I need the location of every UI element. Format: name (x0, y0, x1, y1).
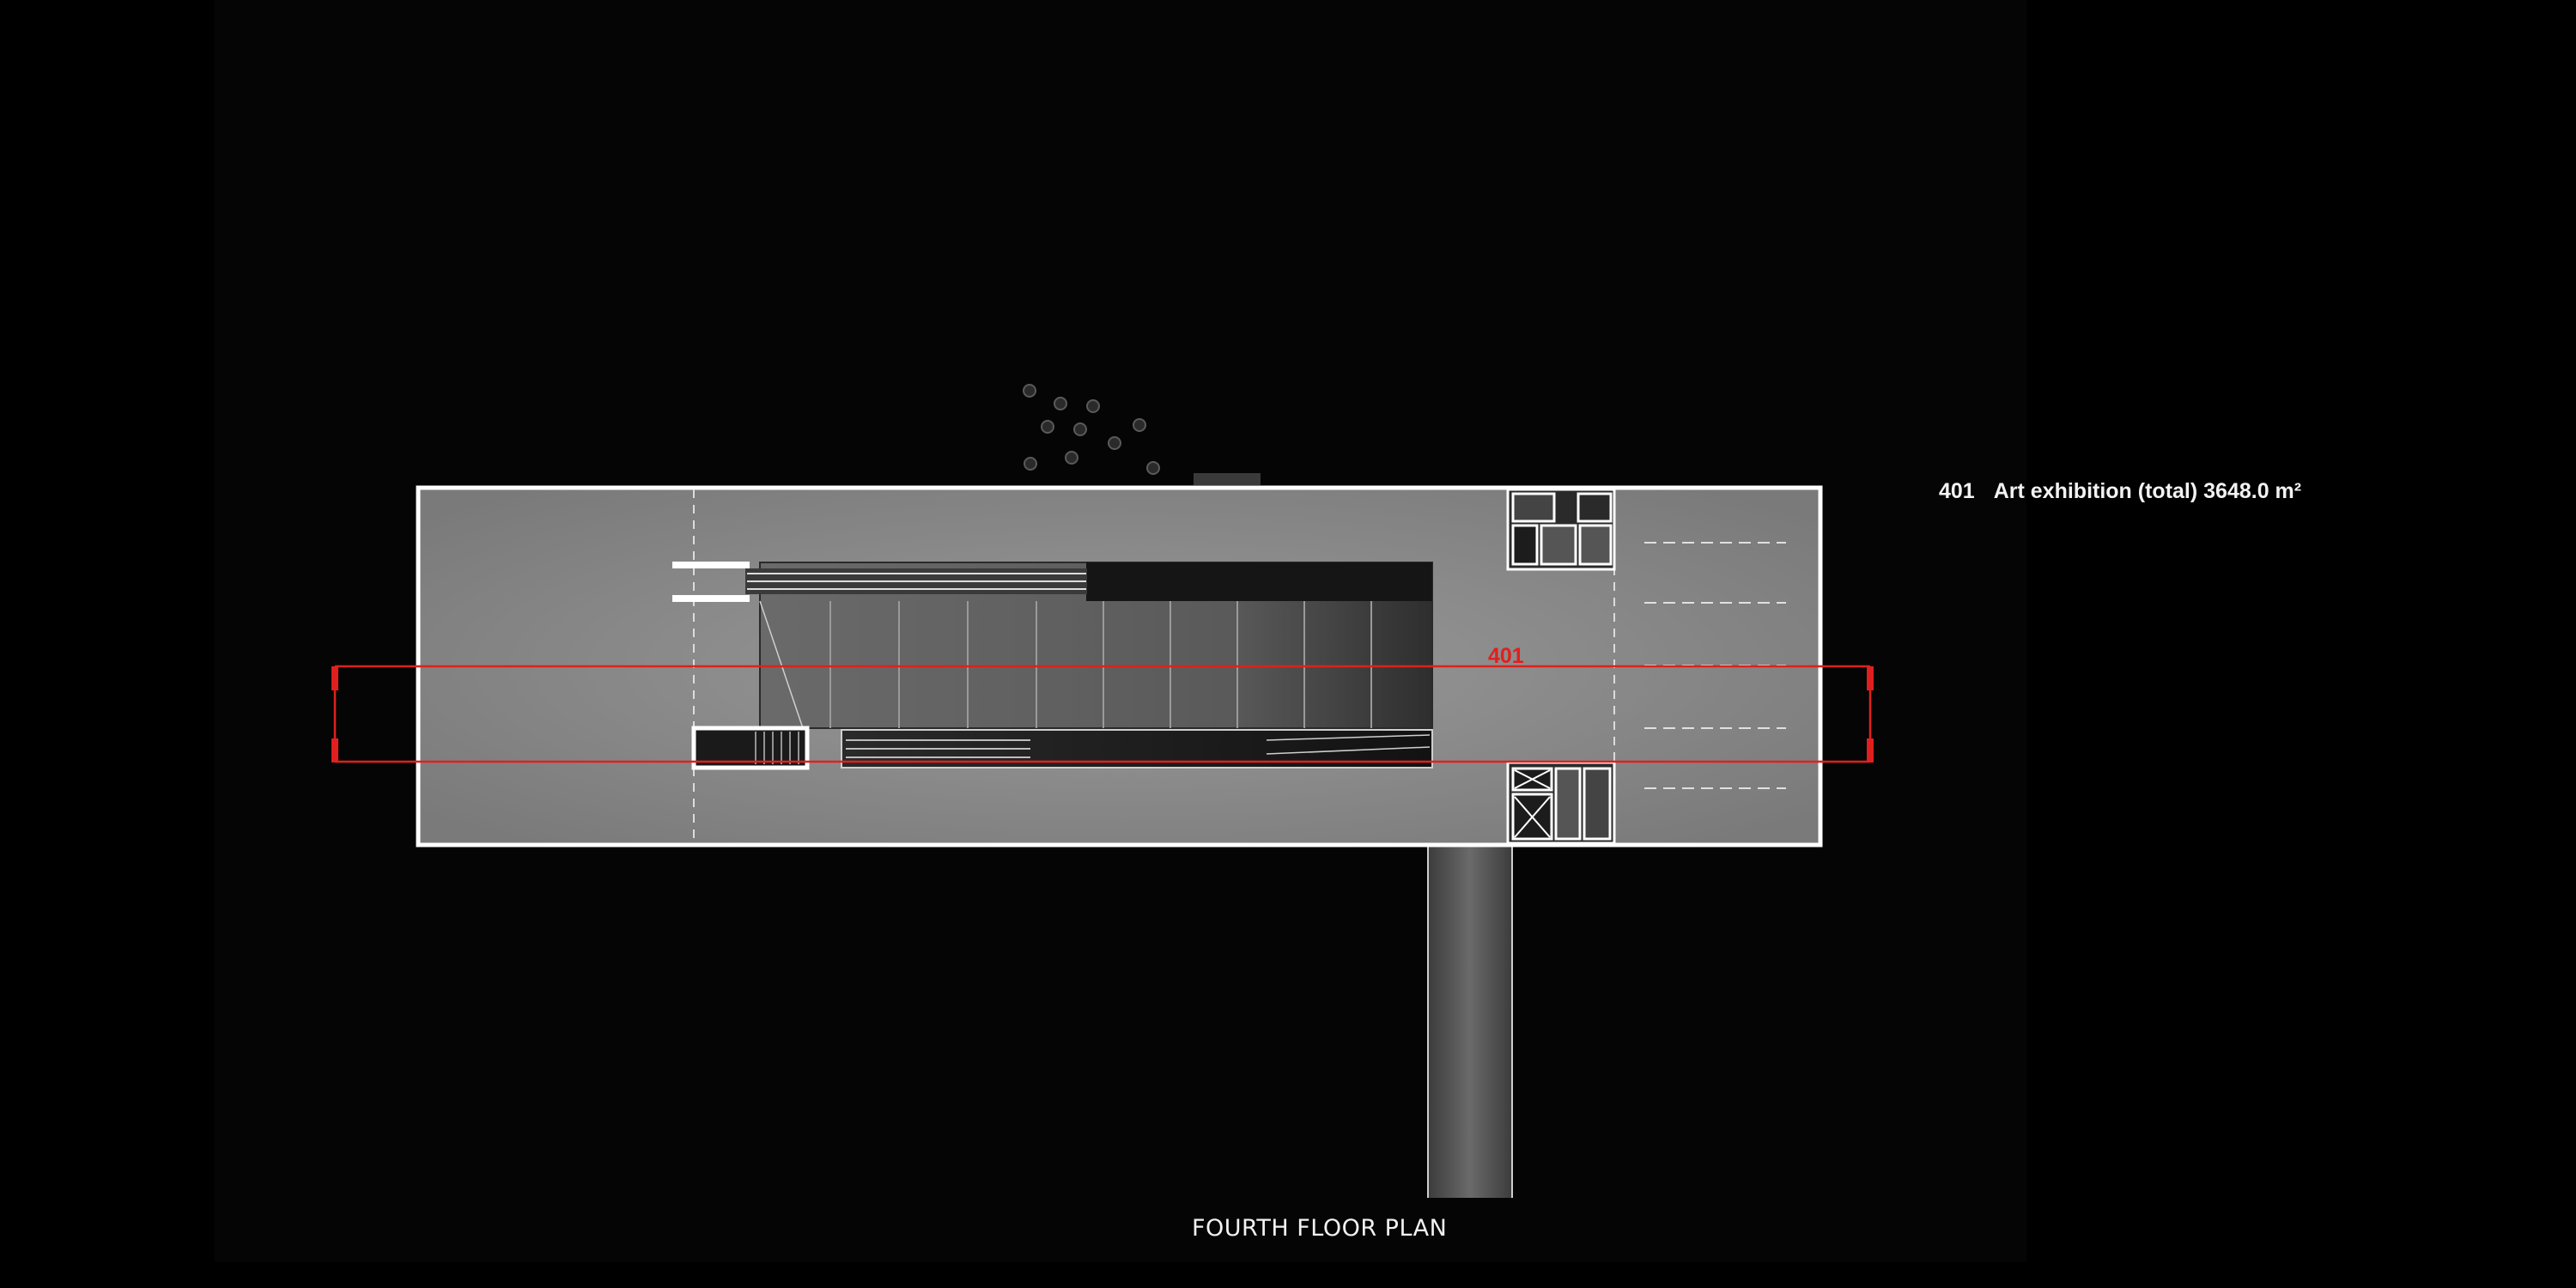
legend-room-description: Art exhibition (total) 3648.0 m² (1993, 479, 2302, 503)
service-core-top (1506, 488, 1616, 571)
escalator-landing-top-b (672, 595, 750, 602)
room-number-label: 401 (1488, 644, 1524, 668)
room-legend-entry: 401 Art exhibition (total) 3648.0 m² (1939, 479, 2301, 504)
bridge-corridor (1428, 841, 1512, 1198)
plan-title: FOURTH FLOOR PLAN (1192, 1215, 1448, 1242)
roof-element (1194, 473, 1261, 485)
section-cut-ticks (331, 666, 1874, 762)
escalator-landing-top-a (672, 562, 750, 568)
void-dark-top (1086, 562, 1432, 601)
legend-room-number: 401 (1939, 479, 1975, 503)
tree-symbols (1023, 384, 1160, 475)
void-bays (829, 601, 1372, 728)
